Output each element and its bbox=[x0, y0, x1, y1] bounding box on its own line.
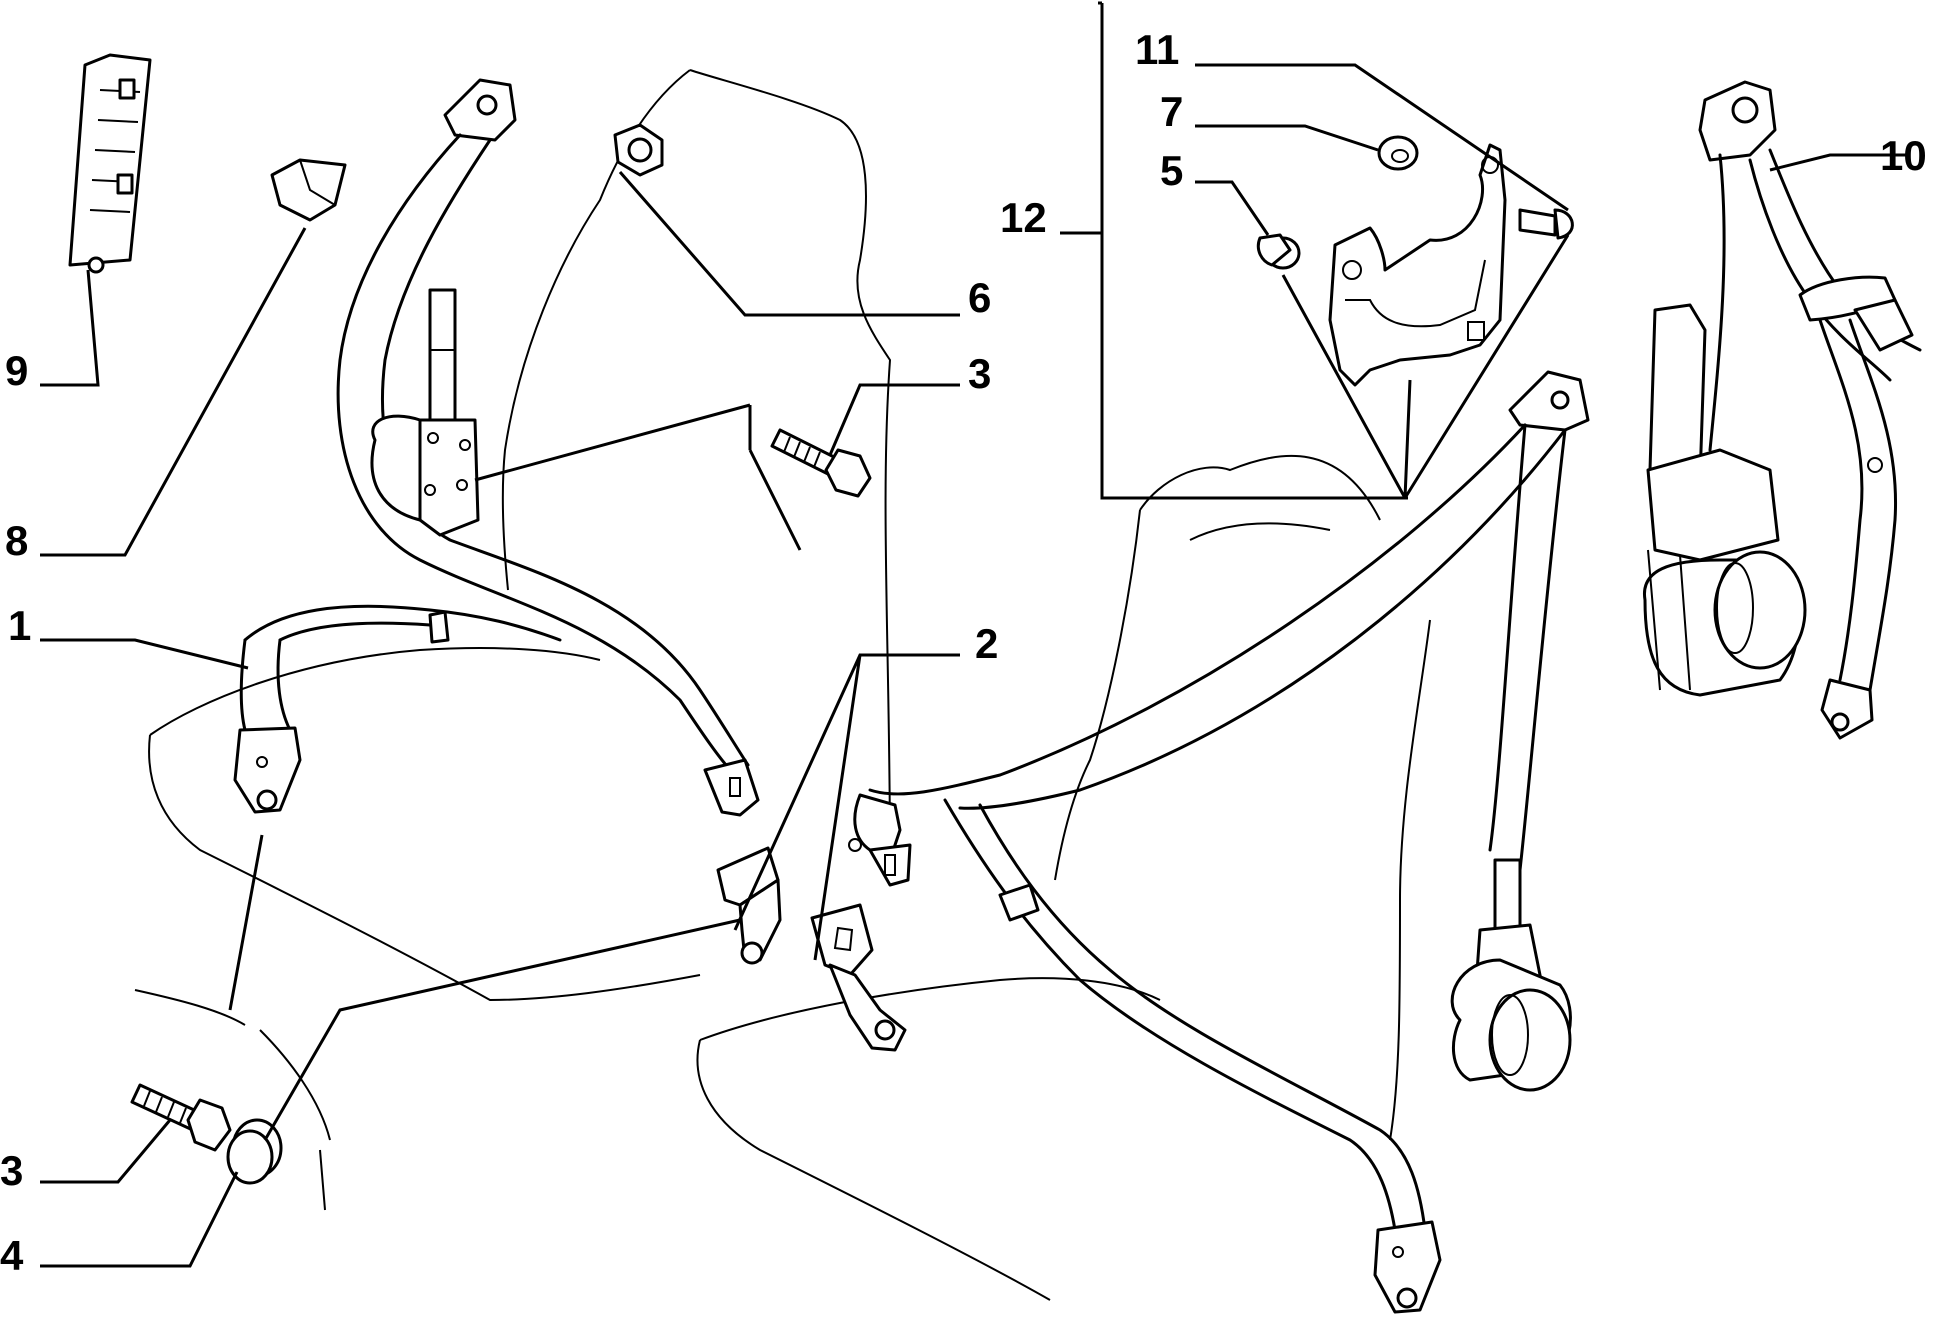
callout-3-upper: 3 bbox=[968, 350, 991, 397]
nut-part-6 bbox=[613, 123, 664, 177]
inset-box-part-12 bbox=[1098, 1, 1574, 500]
callout-12: 12 bbox=[1000, 194, 1047, 241]
leader-3-lower bbox=[40, 1119, 172, 1184]
callout-7: 7 bbox=[1160, 88, 1183, 135]
bolt-part-3-lower bbox=[130, 1083, 232, 1152]
callout-3-lower: 3 bbox=[0, 1147, 23, 1194]
seat-outlines bbox=[134, 69, 1431, 1301]
guide-bracket-part-9 bbox=[68, 53, 152, 274]
leader-11 bbox=[1195, 63, 1569, 212]
rear-center-seat-belt bbox=[848, 370, 1590, 1314]
leader-lines bbox=[40, 63, 1910, 1268]
rear-seat-right-cushion-outline bbox=[699, 977, 1161, 1041]
leader-seat-fan-left bbox=[228, 834, 741, 1141]
leader-5 bbox=[1195, 180, 1270, 236]
callout-4: 4 bbox=[0, 1232, 24, 1279]
leader-2 bbox=[733, 653, 960, 961]
leader-1 bbox=[40, 638, 249, 670]
callout-6: 6 bbox=[968, 274, 991, 321]
clip-part-8 bbox=[270, 158, 347, 222]
leader-9 bbox=[40, 269, 100, 387]
callout-5: 5 bbox=[1160, 147, 1183, 194]
callout-8: 8 bbox=[5, 517, 28, 564]
leader-4 bbox=[40, 1171, 239, 1268]
leader-7 bbox=[1195, 124, 1379, 152]
leader-8 bbox=[40, 227, 307, 557]
seat-belt-part-1 bbox=[233, 78, 760, 817]
leader-retractor-fan bbox=[474, 403, 802, 551]
bolt-part-3-upper bbox=[770, 428, 872, 498]
callout-10: 10 bbox=[1880, 132, 1927, 179]
buckle-part-2 bbox=[716, 846, 907, 1052]
callout-labels: 1 2 3 3 4 5 6 7 8 9 10 11 12 bbox=[0, 26, 1927, 1279]
callout-2: 2 bbox=[975, 620, 998, 667]
leader-3-upper bbox=[828, 383, 960, 456]
leader-6 bbox=[618, 171, 960, 317]
leader-inset-fan bbox=[1281, 234, 1570, 499]
retractor-belt-part-10 bbox=[1642, 80, 1922, 740]
callout-9: 9 bbox=[5, 347, 28, 394]
callout-11: 11 bbox=[1135, 26, 1179, 73]
rear-seat-right-backrest-outline bbox=[1054, 509, 1141, 881]
leader-10 bbox=[1769, 153, 1910, 172]
rear-seat-left-backrest-outline bbox=[689, 69, 892, 861]
callout-1: 1 bbox=[8, 602, 31, 649]
rear-seat-left-cushion-outline bbox=[149, 647, 601, 736]
